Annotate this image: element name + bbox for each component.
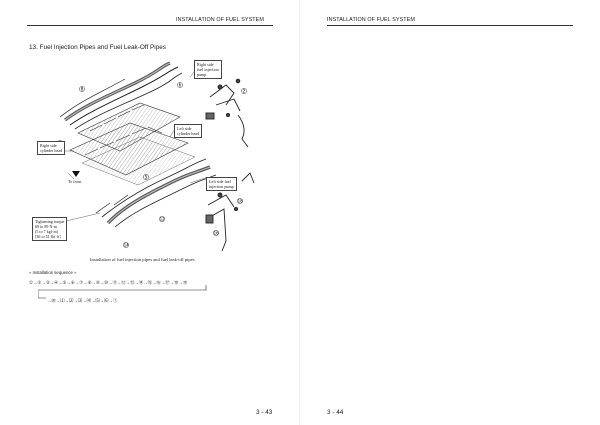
- svg-text:18: 18: [238, 198, 244, 203]
- sequence-line-2: →⑳→⑴→⑵→⑶→⑷→⑸→⑹→①: [47, 298, 118, 303]
- right-pump-pipes: [205, 78, 249, 148]
- callout-line: pump: [197, 72, 207, 77]
- right-bank-pipe-assembly: [59, 61, 183, 130]
- callout-line: Left side: [177, 126, 192, 131]
- callout-line: (5 to 7 kgf·m): [35, 229, 59, 234]
- callout-to-front: To front: [68, 179, 82, 184]
- callout-line: fuel injection: [197, 67, 219, 72]
- running-head: INSTALLATION OF FUEL SYSTEM: [327, 17, 415, 23]
- svg-text:8: 8: [81, 86, 84, 91]
- callout-tightening-torque: Tightening torque 69 to 89 N·m (5 to 7 k…: [32, 217, 68, 241]
- sequence-label: ≈ Installation sequence ≈: [29, 270, 77, 275]
- callout-right-head: Right side cylinder head: [37, 141, 66, 155]
- svg-text:2: 2: [243, 88, 246, 93]
- callout-left-pump: Left side fuel injection pump: [206, 177, 237, 191]
- sequence-return-bracket: [38, 285, 207, 299]
- svg-text:14: 14: [124, 242, 130, 247]
- header-rule: [327, 25, 573, 26]
- left-page: INSTALLATION OF FUEL SYSTEM 13. Fuel Inj…: [27, 17, 273, 416]
- section-title: 13. Fuel Injection Pipes and Fuel Leak-O…: [29, 44, 167, 51]
- svg-text:5: 5: [145, 174, 148, 179]
- callout-line: Right side: [40, 143, 57, 148]
- callout-left-head: Left side cylinder head: [174, 124, 203, 138]
- callout-line: cylinder head: [177, 131, 200, 136]
- callout-line: Right side: [197, 62, 214, 67]
- page-number: 3 - 44: [327, 409, 344, 416]
- svg-text:16: 16: [214, 230, 220, 235]
- left-bank-pipe-assembly: [95, 158, 217, 228]
- running-head: INSTALLATION OF FUEL SYSTEM: [176, 17, 264, 23]
- right-page: INSTALLATION OF FUEL SYSTEM 3 - 44: [300, 0, 600, 425]
- callout-line: cylinder head: [40, 148, 63, 153]
- callout-line: Tightening torque: [35, 219, 65, 224]
- callout-line: Left side fuel: [209, 179, 231, 184]
- svg-text:6: 6: [179, 82, 182, 87]
- svg-text:12: 12: [160, 216, 166, 221]
- page-number: 3 - 43: [256, 409, 273, 416]
- left-bank-cylinder-head: [69, 122, 196, 186]
- callout-line: [36 to 51 lbf·ft]: [35, 234, 61, 239]
- exploded-view-figure: 8 6 7 2 9 5 14 12 16 18 Right side fuel …: [30, 55, 270, 265]
- fuel-pipe-diagram: 8 6 7 2 9 5 14 12 16 18: [54, 61, 255, 252]
- to-front-arrow: [72, 171, 80, 177]
- callout-line: 69 to 89 N·m: [35, 224, 57, 229]
- sequence-line-1: ①→②→③→④→⑤→⑥→⑦→⑧→⑨→⑩→⑪→⑫→⑬→⑭→⑮→⑯→⑰→⑱→⑲: [29, 280, 188, 285]
- left-pump-pipes: [205, 172, 255, 252]
- figure-caption: Installation of fuel injection pipes and…: [90, 257, 195, 262]
- callout-line: injection pump: [209, 184, 234, 189]
- page-gutter: [299, 0, 300, 425]
- header-rule: [27, 25, 273, 26]
- callout-right-pump: Right side fuel injection pump: [194, 60, 222, 79]
